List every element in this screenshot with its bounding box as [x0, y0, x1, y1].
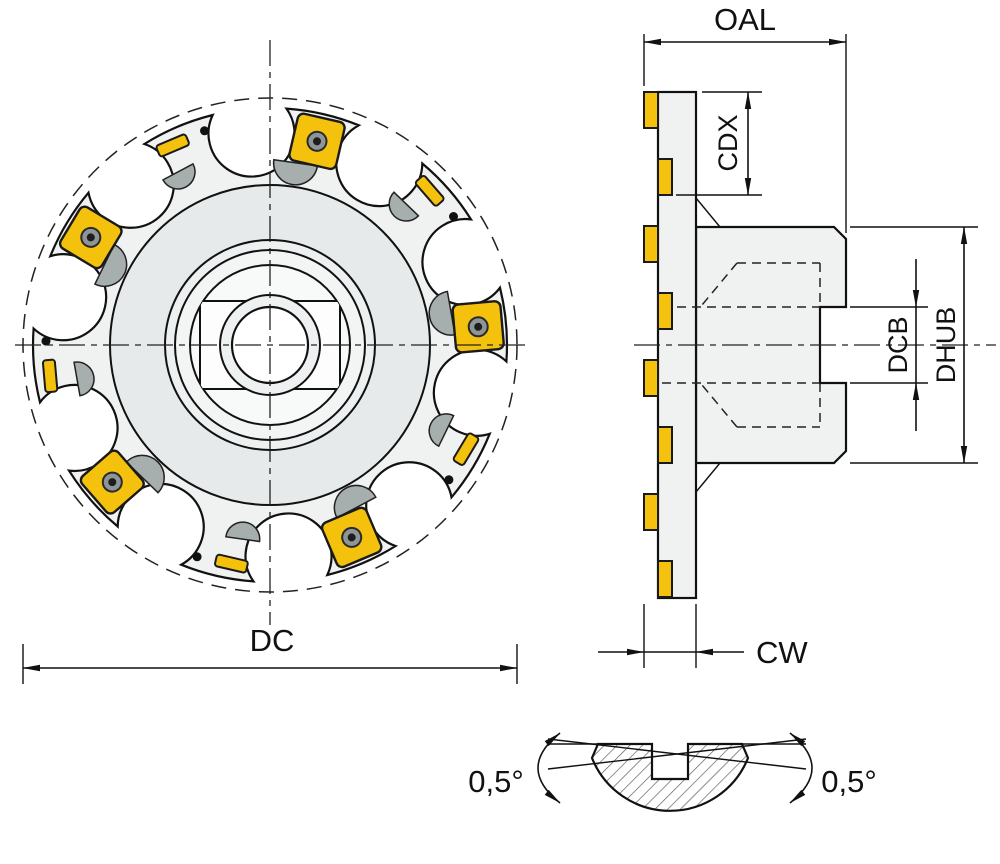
insert-screw-center — [86, 233, 95, 242]
seat-shadow — [161, 162, 196, 190]
face-insert — [79, 449, 145, 515]
insert-seat-section — [590, 742, 750, 812]
face-inserts — [58, 112, 505, 569]
side-insert — [643, 359, 659, 397]
dcb-label: DCB — [883, 316, 913, 373]
seat-shadow — [428, 290, 456, 336]
edge-insert — [214, 553, 249, 574]
dimension-oal: OAL — [643, 2, 847, 233]
screw-dot — [41, 336, 51, 346]
edge-insert — [41, 358, 59, 394]
insert-screw-center — [474, 322, 483, 331]
oal-label: OAL — [714, 2, 776, 37]
dhub-label: DHUB — [931, 307, 961, 384]
insert-screw-center — [347, 533, 356, 542]
screw-dot — [192, 552, 202, 562]
side-insert-stack — [643, 91, 673, 598]
hidden-lines — [662, 262, 821, 428]
angle-right-label: 0,5° — [821, 764, 877, 799]
dimension-cdx: CDX — [676, 91, 762, 196]
dimension-dcb: DCB — [850, 259, 928, 431]
seat-shadow — [388, 191, 420, 222]
insert-seat-shadows — [73, 158, 456, 543]
dimension-dhub: DHUB — [850, 226, 978, 464]
cw-label: CW — [756, 635, 808, 670]
front-view: DC — [15, 40, 530, 684]
side-view: OAL CDX CW DCB — [598, 2, 996, 670]
side-insert — [657, 426, 673, 464]
flange-cone-top — [695, 197, 721, 228]
angle-arc-right — [789, 732, 813, 804]
dish-angle-line-b — [547, 738, 807, 770]
face-insert — [320, 506, 383, 569]
angle-arc-left — [537, 732, 561, 804]
face-insert — [58, 205, 123, 270]
face-insert — [288, 112, 346, 171]
screw-dots — [41, 126, 458, 562]
edge-insert — [155, 133, 190, 158]
seat-shadow — [333, 484, 377, 519]
side-insert — [643, 225, 659, 263]
side-insert — [657, 292, 673, 330]
dc-label: DC — [250, 623, 295, 658]
seat-shadow — [225, 521, 261, 543]
seat-shadow — [73, 361, 95, 397]
seat-shadow — [428, 413, 455, 448]
flange-cone-bottom — [695, 462, 721, 493]
side-insert — [643, 493, 659, 531]
angle-left-label: 0,5° — [468, 764, 524, 799]
seat-shadow — [272, 158, 319, 186]
dimension-dc: DC — [22, 623, 518, 684]
screw-dot — [449, 212, 458, 221]
section-detail: 0,5° 0,5° — [468, 732, 877, 812]
dimension-cw: CW — [598, 604, 808, 670]
side-insert — [643, 91, 659, 129]
screw-dot — [444, 475, 454, 485]
side-insert — [657, 560, 673, 598]
edge-insert — [414, 175, 445, 207]
insert-screw-center — [313, 137, 321, 146]
cdx-label: CDX — [713, 114, 743, 171]
edge-insert — [452, 432, 480, 466]
seat-shadow — [93, 243, 128, 287]
edge-inserts — [41, 133, 480, 574]
screw-dot — [200, 126, 209, 136]
face-insert — [451, 300, 505, 354]
seat-shadow — [125, 454, 165, 494]
insert-screw-center — [108, 478, 117, 487]
side-insert — [657, 158, 673, 196]
